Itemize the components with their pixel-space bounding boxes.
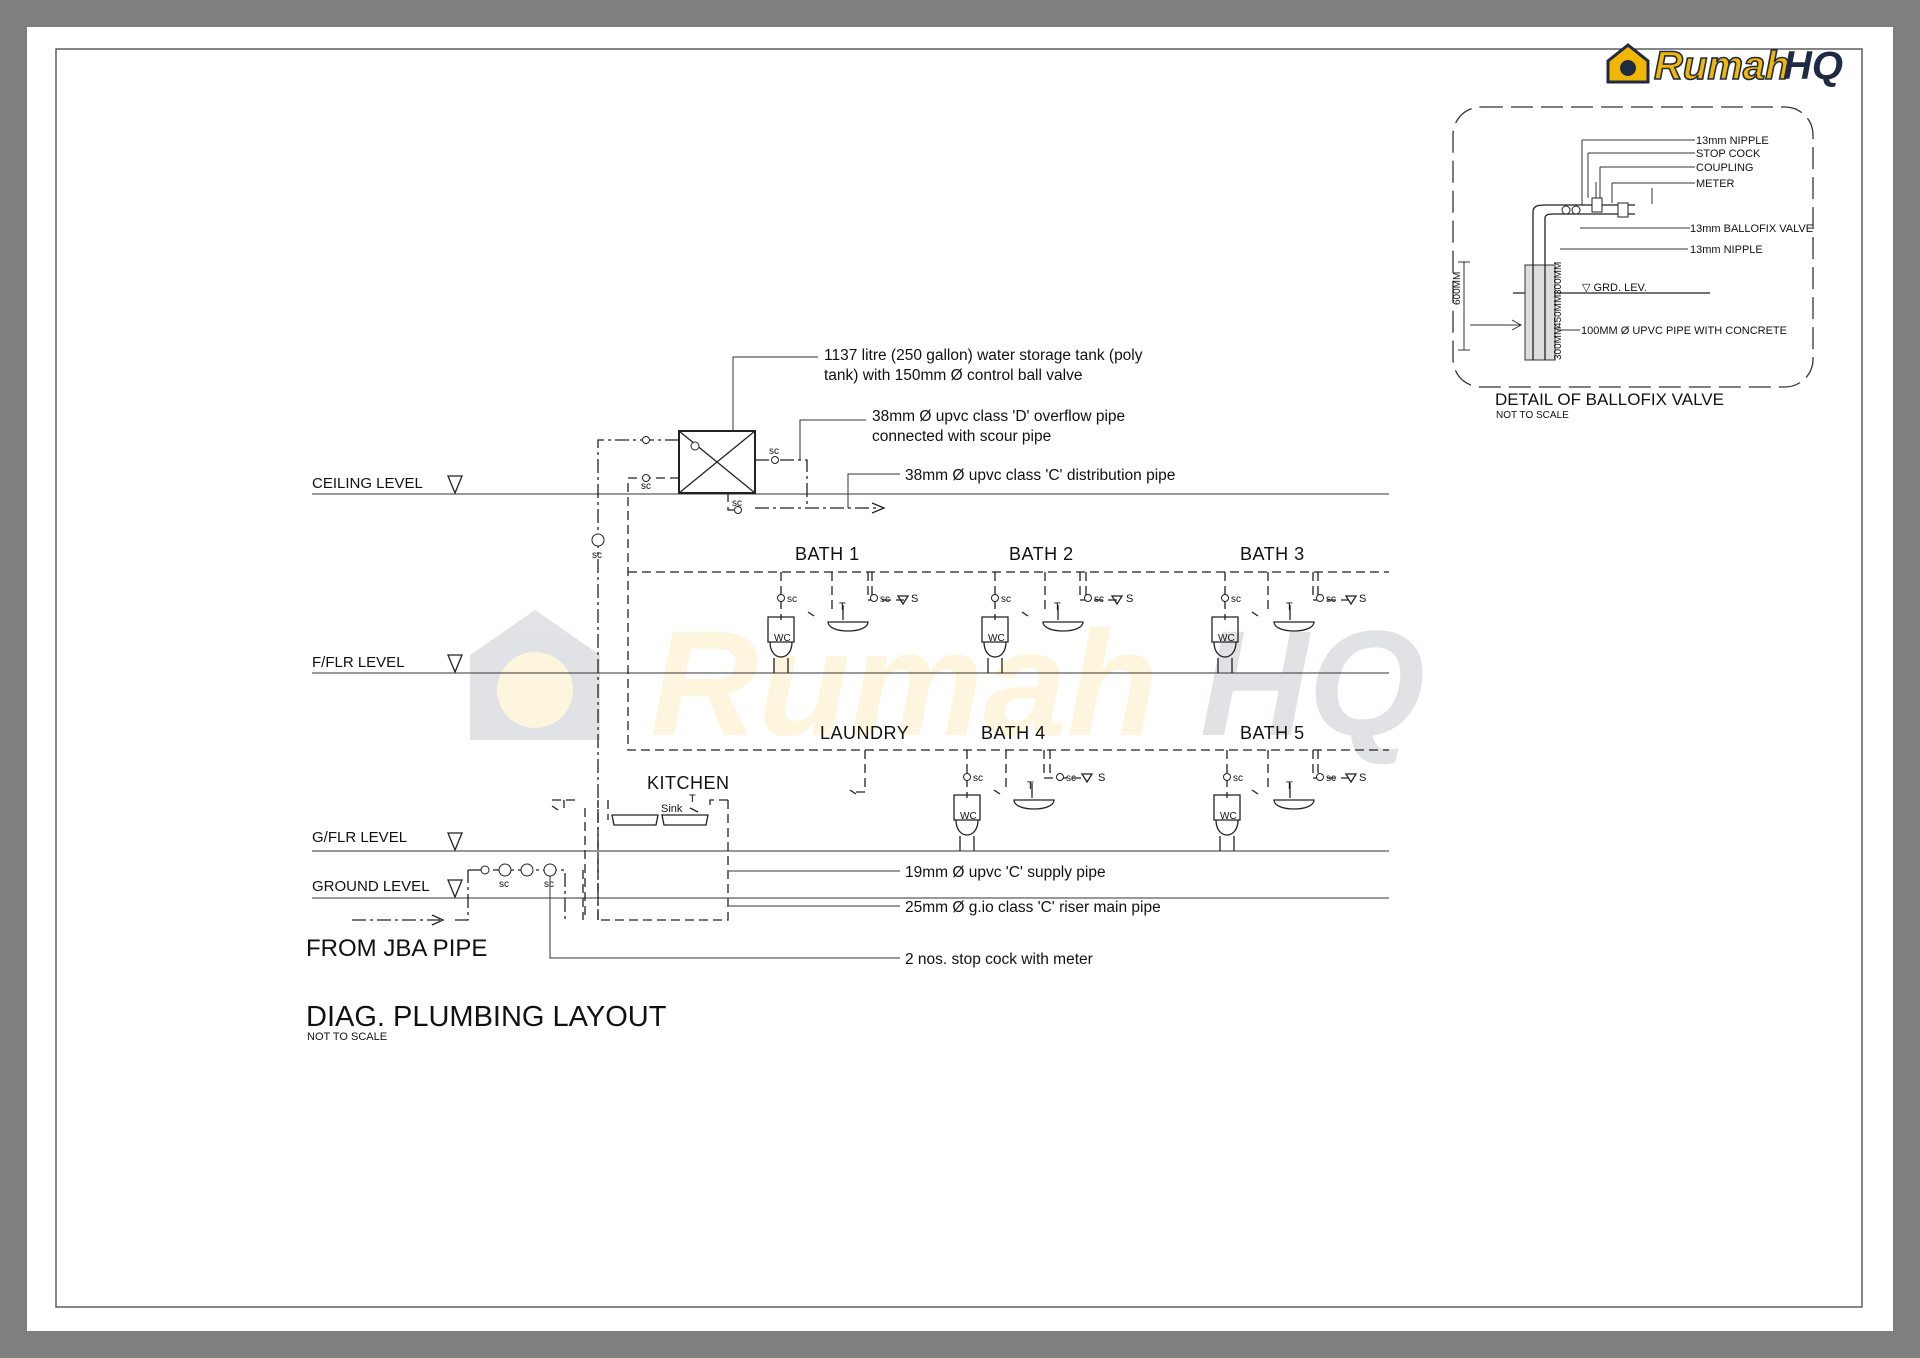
logo-text-rumah: Rumah [1654, 44, 1790, 88]
ceiling-level-label: CEILING LEVEL [312, 475, 423, 492]
rumahhq-logo: Rumah HQ [1606, 43, 1843, 89]
distribution-down-pipe [627, 477, 1389, 751]
tank-annotation-line1: 1137 litre (250 gallon) water storage ta… [824, 347, 1143, 364]
sc-bath5-a: sc [1233, 773, 1243, 784]
bath-fixtures-ground-floor [352, 750, 1358, 926]
detail-dim-600: 600MM [1452, 272, 1463, 305]
drawing-sheet: Rumah HQ Rumah HQ CEILING LEVEL F/FLR LE… [27, 27, 1893, 1331]
sc-label-tank-3: sc [732, 498, 742, 509]
scour-pipe [727, 493, 740, 511]
detail-nipple-bottom: 13mm NIPPLE [1690, 244, 1763, 256]
overflow-annotation-line1: 38mm Ø upvc class 'D' overflow pipe [872, 408, 1125, 425]
wc-bath1: WC [774, 633, 791, 644]
watermark: Rumah HQ [470, 599, 1425, 767]
shower-bath4: S [1098, 772, 1105, 784]
bath2-label: BATH 2 [1009, 544, 1074, 564]
detail-upvc-pipe: 100MM Ø UPVC PIPE WITH CONCRETE [1581, 325, 1787, 337]
detail-dim-300-top: 300MM [1553, 262, 1564, 295]
shower-bath1: S [911, 593, 918, 605]
ballofix-detail [1452, 106, 1814, 388]
source-label: FROM JBA PIPE [306, 935, 487, 962]
riser-annotation: 25mm Ø g.io class 'C' riser main pipe [905, 899, 1161, 916]
sc-meter-1: sc [499, 879, 509, 890]
ground-floor-level-label: G/FLR LEVEL [312, 829, 407, 846]
tap-kitchen: T [689, 793, 696, 805]
sc-bath1-b: sc [880, 594, 890, 605]
ground-level-label: GROUND LEVEL [312, 878, 430, 895]
supply-pipe-to-tank [597, 439, 679, 920]
tap-bath4: T [1027, 780, 1034, 792]
shower-bath2: S [1126, 593, 1133, 605]
laundry-label: LAUNDRY [820, 723, 909, 743]
detail-subtitle: NOT TO SCALE [1496, 410, 1569, 421]
wc-bath4: WC [960, 811, 977, 822]
detail-stop-cock: STOP COCK [1696, 148, 1761, 160]
tap-bath3: T [1286, 601, 1293, 613]
sink-label: Sink [661, 803, 683, 815]
supply-annotation: 19mm Ø upvc 'C' supply pipe [905, 864, 1106, 881]
shower-bath3: S [1359, 593, 1366, 605]
bath1-label: BATH 1 [795, 544, 860, 564]
sc-meter-2: sc [544, 879, 554, 890]
stop-cock-icon [591, 533, 605, 547]
level-lines [312, 493, 1389, 899]
detail-title: DETAIL OF BALLOFIX VALVE [1495, 390, 1724, 409]
detail-dim-300-bottom: 300MM [1553, 327, 1564, 360]
sc-label-tank-1: sc [641, 481, 651, 492]
sheet-border [55, 48, 1863, 1308]
annotation-leaders [549, 356, 900, 959]
plumbing-diagram: Rumah HQ Rumah HQ CEILING LEVEL F/FLR LE… [55, 43, 1863, 1308]
tap-bath5: T [1286, 780, 1293, 792]
level-marker-icons [447, 475, 463, 899]
sc-bath4-a: sc [973, 773, 983, 784]
overflow-annotation-line2: connected with scour pipe [872, 428, 1051, 445]
sc-bath1-a: sc [787, 594, 797, 605]
watermark-text-hq: HQ [1200, 599, 1425, 767]
main-subtitle: NOT TO SCALE [307, 1031, 387, 1043]
detail-coupling: COUPLING [1696, 162, 1753, 174]
logo-text-hq: HQ [1783, 44, 1843, 88]
sc-bath4-b: sc [1066, 773, 1076, 784]
detail-dim-450: 450MM [1553, 295, 1564, 328]
first-floor-level-label: F/FLR LEVEL [312, 654, 405, 671]
shower-bath5: S [1359, 772, 1366, 784]
detail-ballofix: 13mm BALLOFIX VALVE [1690, 223, 1813, 235]
wc-bath5: WC [1220, 811, 1237, 822]
bath-fixtures-first-floor [767, 572, 1358, 673]
sc-bath3-b: sc [1326, 594, 1336, 605]
wc-bath2: WC [988, 633, 1005, 644]
sc-label-riser: sc [592, 550, 602, 561]
detail-grd-lev: ▽ GRD. LEV. [1582, 282, 1647, 294]
kitchen-label: KITCHEN [647, 773, 730, 793]
bath3-label: BATH 3 [1240, 544, 1305, 564]
distribution-annotation: 38mm Ø upvc class 'C' distribution pipe [905, 467, 1175, 484]
bath5-label: BATH 5 [1240, 723, 1305, 743]
watermark-text-rumah: Rumah [650, 599, 1158, 767]
overflow-pipe [755, 459, 808, 508]
sc-label-tank-2: sc [769, 446, 779, 457]
sc-bath2-a: sc [1001, 594, 1011, 605]
detail-meter: METER [1696, 178, 1735, 190]
main-title: DIAG. PLUMBING LAYOUT [306, 1001, 667, 1033]
wc-bath3: WC [1218, 633, 1235, 644]
stopcock-annotation: 2 nos. stop cock with meter [905, 951, 1093, 968]
water-storage-tank [678, 430, 756, 494]
detail-nipple-top: 13mm NIPPLE [1696, 135, 1769, 147]
tap-bath2: T [1054, 601, 1061, 613]
tap-bath1: T [839, 601, 846, 613]
sc-bath5-b: sc [1326, 773, 1336, 784]
tank-annotation-line2: tank) with 150mm Ø control ball valve [824, 367, 1082, 384]
sc-bath3-a: sc [1231, 594, 1241, 605]
sc-bath2-b: sc [1094, 594, 1104, 605]
bath4-label: BATH 4 [981, 723, 1046, 743]
